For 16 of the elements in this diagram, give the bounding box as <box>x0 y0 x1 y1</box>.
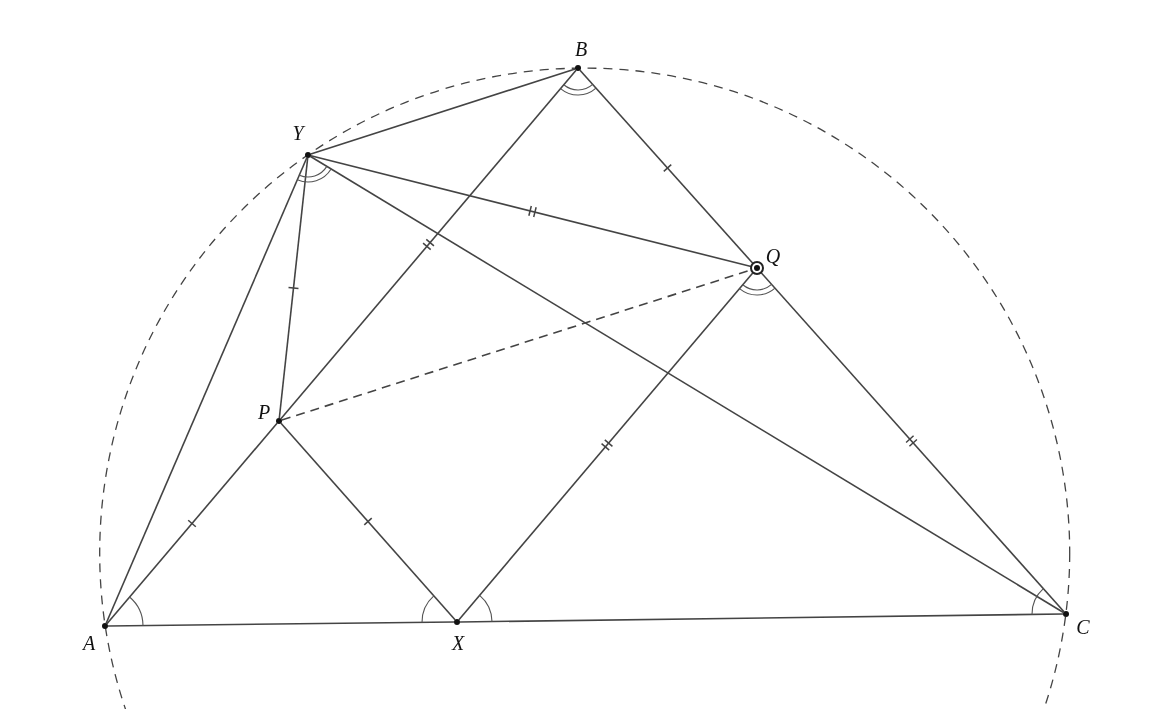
line-segment <box>280 69 577 420</box>
line-segment <box>310 68 576 155</box>
point-label: X <box>451 633 465 653</box>
line-segment <box>105 156 308 625</box>
point-label: Y <box>292 123 304 143</box>
line-segment <box>309 155 1065 614</box>
point-label: P <box>257 402 271 422</box>
point-label: Q <box>765 246 781 266</box>
line-segment <box>280 422 456 621</box>
point-label: B <box>574 39 588 59</box>
line-segment <box>106 422 278 625</box>
line-segment <box>459 613 1064 623</box>
line-segment <box>107 621 455 627</box>
point-label: C <box>1076 617 1090 637</box>
line-segment <box>278 157 309 419</box>
point-label: A <box>82 633 96 653</box>
